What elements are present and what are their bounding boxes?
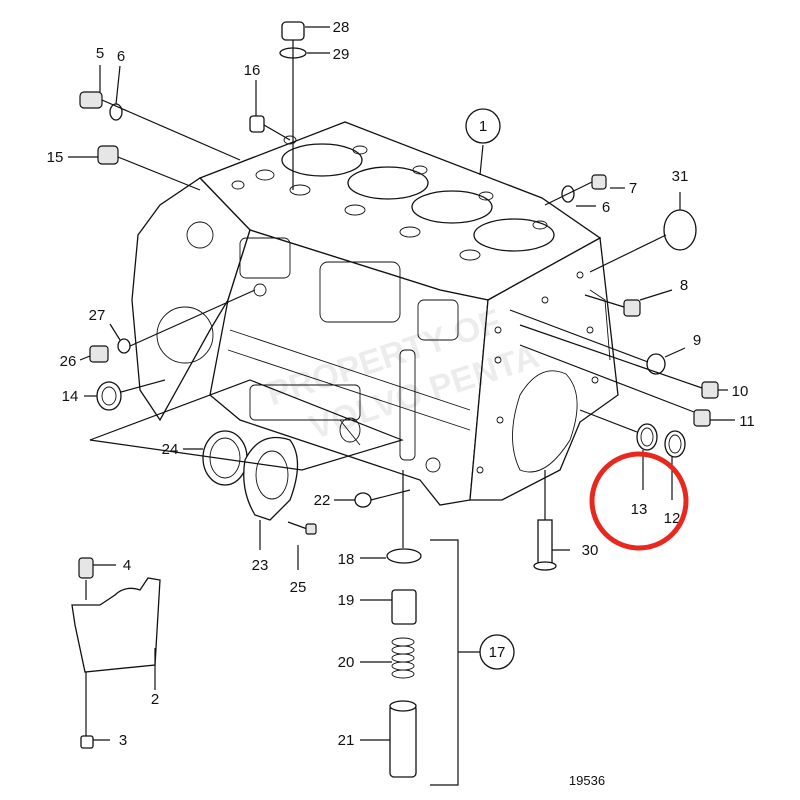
callout-31: 31	[672, 168, 689, 185]
callout-14: 14	[62, 388, 79, 405]
callout-20: 20	[338, 654, 355, 671]
callout-26: 26	[60, 353, 77, 370]
part-3-bolt	[80, 735, 94, 749]
part-15-plug	[97, 145, 119, 165]
callout-9: 9	[693, 332, 701, 349]
highlight-circle	[589, 451, 689, 551]
callout-2: 2	[151, 691, 159, 708]
part-31-cover	[663, 209, 697, 251]
engine-block	[131, 121, 619, 506]
callout-3: 3	[119, 732, 127, 749]
callout-29: 29	[333, 46, 350, 63]
callout-23: 23	[252, 557, 269, 574]
callout-22: 22	[314, 492, 331, 509]
callout-labels: 1 2 3 4 5 6 6 7 8 9 10 11 12 13 14 15 16…	[47, 19, 755, 749]
callout-25: 25	[290, 579, 307, 596]
part-12-seal-ring	[664, 430, 686, 458]
part-26-plug	[89, 345, 109, 363]
part-16-sleeve	[249, 115, 265, 133]
callout-16: 16	[244, 62, 261, 79]
callout-28: 28	[333, 19, 350, 36]
part-8-plug	[623, 299, 641, 317]
part-9-plug	[646, 353, 666, 375]
callout-1: 1	[479, 118, 487, 135]
part-13-seal-ring	[636, 423, 658, 451]
part-7-screw	[591, 174, 607, 190]
callout-circle-1	[465, 108, 501, 144]
callout-8: 8	[680, 277, 688, 294]
loose-parts	[71, 21, 719, 778]
part-4-sleeve	[78, 557, 94, 579]
callout-7: 7	[629, 180, 637, 197]
part-11-plug	[693, 409, 711, 427]
part-14-seal	[96, 381, 122, 411]
callout-6-left: 6	[117, 48, 125, 65]
callout-30: 30	[582, 542, 599, 559]
callout-17: 17	[489, 644, 506, 661]
callout-11: 11	[739, 413, 755, 430]
callout-4: 4	[123, 557, 131, 574]
callout-18: 18	[338, 551, 355, 568]
part-18-seal	[386, 548, 422, 564]
callout-19: 19	[338, 592, 355, 609]
part-28-plug	[281, 21, 305, 41]
callout-5: 5	[96, 45, 104, 62]
callout-15: 15	[47, 149, 64, 166]
part-21-plunger	[389, 704, 417, 778]
callout-circle-17	[479, 634, 515, 670]
part-19-tappet	[391, 589, 417, 625]
callout-6-right: 6	[602, 199, 610, 216]
callout-21: 21	[338, 732, 355, 749]
part-2-bearing-cap	[71, 577, 161, 673]
part-23-cover	[243, 436, 299, 521]
callout-13: 13	[631, 501, 648, 518]
callout-10: 10	[732, 383, 749, 400]
drawing-number: 19536	[569, 773, 605, 788]
part-10-plug	[701, 381, 719, 399]
callout-27: 27	[89, 307, 106, 324]
part-5-plug	[79, 91, 103, 109]
part-22-washer	[354, 492, 372, 508]
part-27-washer	[117, 338, 131, 354]
part-25-bolt	[305, 523, 317, 535]
part-20-spring	[391, 637, 415, 679]
leader-lines	[68, 26, 735, 786]
callout-12: 12	[664, 510, 681, 527]
callout-24: 24	[162, 441, 179, 458]
part-30-sleeve	[537, 519, 553, 565]
